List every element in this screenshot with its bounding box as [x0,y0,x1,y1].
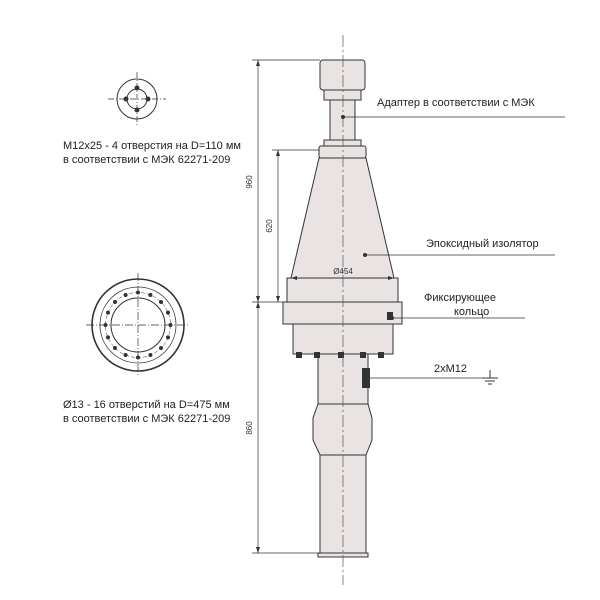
adapter-base [323,139,362,147]
insulator-collar [318,145,367,159]
adapter-cap [319,59,366,91]
fixing-ring [282,301,403,325]
insulator-base [286,277,399,303]
leader-lines [343,116,565,379]
flange-holes-note-line1: Ø13 - 16 отверстий на D=475 мм [63,399,230,411]
epoxy-insulator [290,157,395,279]
adapter-rod [329,99,356,141]
lower-body-taper [312,403,373,456]
callout-ground: 2хМ12 [434,363,468,375]
dim-860: 860 [245,421,254,435]
flange-holes-view [86,273,190,377]
adapter-neck [323,89,362,101]
ground-icon [482,370,498,385]
dim-454: Ø454 [333,267,353,276]
dimension-lines [252,59,394,554]
leader-dots [341,115,394,320]
top-holes-note-line1: М12х25 - 4 отверстия на D=110 мм [63,140,241,152]
flange-bolts [296,312,393,388]
bushing-body [282,59,403,558]
dimension-arrows [256,60,394,553]
callout-ring-line2: кольцо [454,306,490,318]
top-holes-view [108,72,166,126]
callout-epoxy: Эпоксидный изолятор [426,238,539,250]
callout-adapter: Адаптер в соответствии с МЭК [377,97,535,109]
top-holes-note-line2: в соответствии с МЭК 62271-209 [63,154,231,166]
callout-ring-line1: Фиксирующее [424,292,496,304]
flange-holes-note-line2: в соответствии с МЭК 62271-209 [63,413,231,425]
dim-620: 620 [265,219,274,233]
dim-960: 960 [245,175,254,189]
